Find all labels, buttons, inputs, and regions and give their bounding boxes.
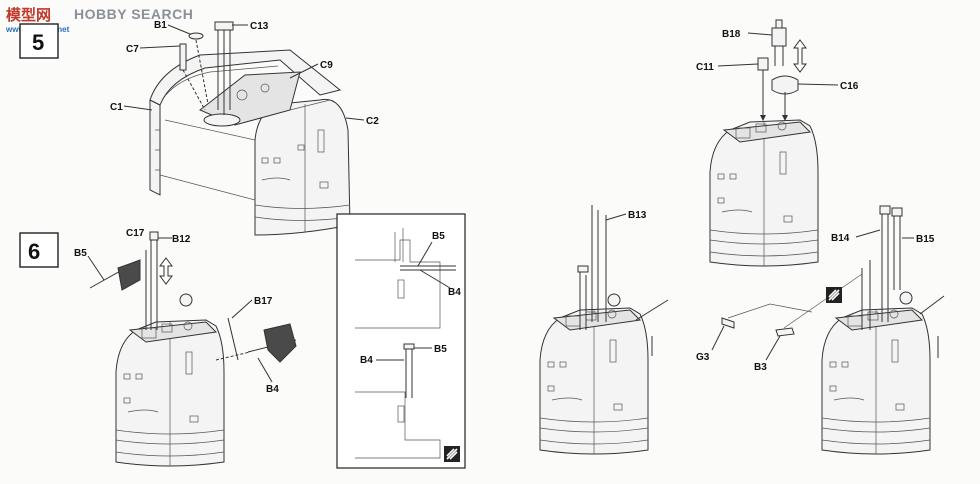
- label-b4: B4: [266, 384, 279, 395]
- step-6-box: 6: [19, 232, 59, 268]
- step-5-box: 5: [19, 23, 59, 59]
- glue-icon-2: [825, 286, 843, 304]
- label-detail-b4-bottom: B4: [360, 355, 373, 366]
- glue-icon: [443, 445, 461, 463]
- label-c1: C1: [110, 102, 123, 113]
- label-b3: B3: [754, 362, 767, 373]
- label-b1: B1: [154, 20, 167, 31]
- label-c9: C9: [320, 60, 333, 71]
- label-c17: C17: [126, 228, 145, 239]
- label-b14: B14: [831, 233, 850, 244]
- step-6-assembly: [89, 231, 297, 467]
- label-c11: C11: [696, 62, 714, 73]
- label-b12: B12: [172, 234, 191, 245]
- step-5-number: 5: [32, 30, 44, 55]
- up-down-arrow-icon: [793, 39, 807, 73]
- label-b13: B13: [628, 210, 647, 221]
- label-detail-b5-top: B5: [432, 231, 445, 242]
- label-detail-b5-bottom: B5: [434, 344, 447, 355]
- detail-box: [336, 213, 466, 469]
- watermark-logo: 模型网: [6, 6, 51, 24]
- label-g3: G3: [696, 352, 710, 363]
- label-c2: C2: [366, 116, 379, 127]
- b14-b15-assembly: [721, 205, 945, 455]
- label-detail-b4-top: B4: [448, 287, 461, 298]
- periscope-assembly: [709, 19, 819, 267]
- label-b18: B18: [722, 29, 741, 40]
- step-5-assembly: [149, 21, 351, 236]
- label-b5: B5: [74, 248, 87, 259]
- label-b17: B17: [254, 296, 273, 307]
- b13-assembly: [539, 205, 669, 455]
- watermark-brand: HOBBY SEARCH: [74, 6, 193, 22]
- step-6-number: 6: [28, 239, 40, 264]
- label-c13: C13: [250, 21, 269, 32]
- label-b15: B15: [916, 234, 935, 245]
- label-c16: C16: [840, 81, 859, 92]
- label-c7: C7: [126, 44, 139, 55]
